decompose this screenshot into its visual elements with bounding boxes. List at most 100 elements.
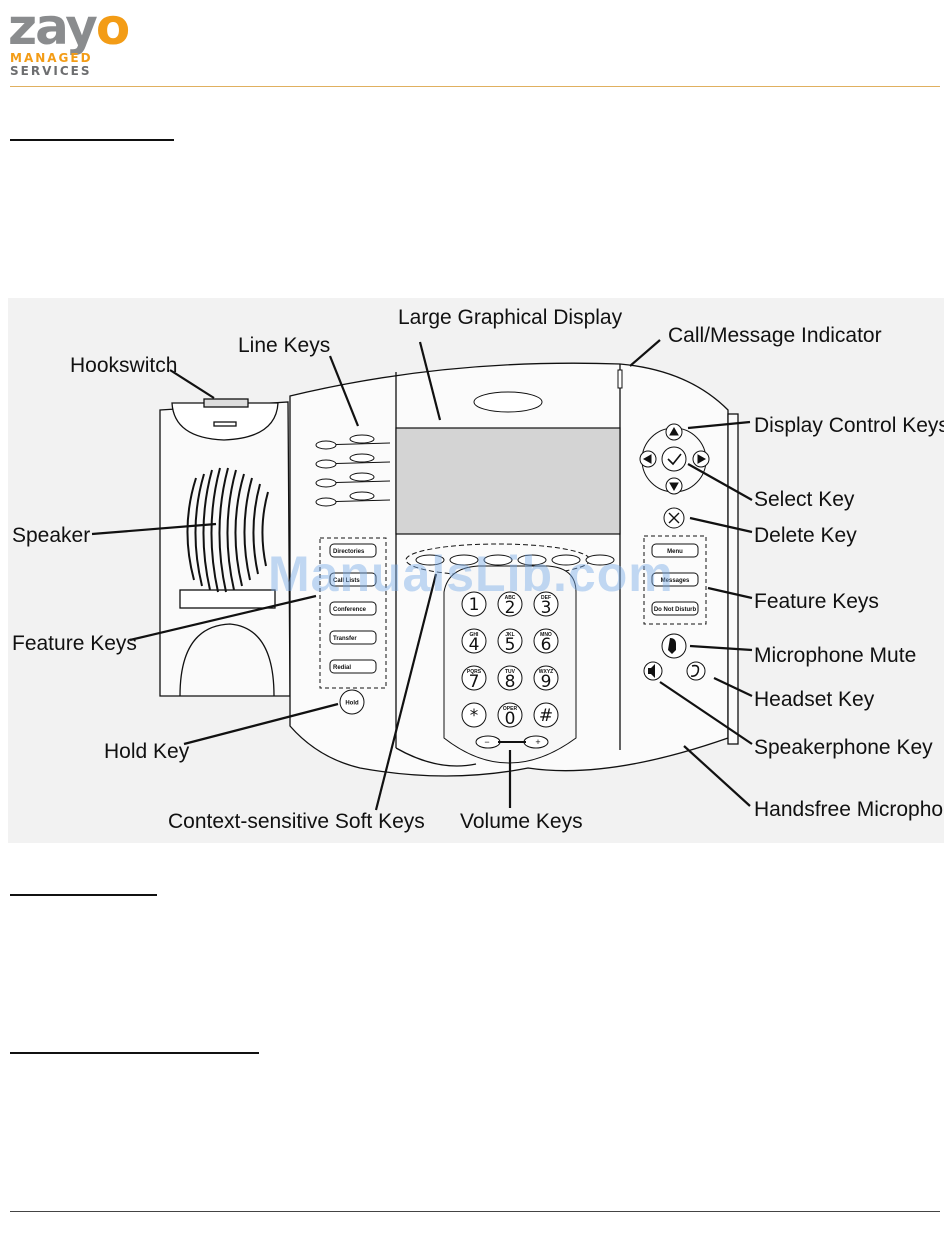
label-call-message-indicator: Call/Message Indicator bbox=[668, 324, 882, 347]
feature-key-transfer[interactable]: Transfer bbox=[329, 630, 377, 645]
logo-line-managed: MANAGED bbox=[10, 51, 93, 65]
dial-key-letters: GHI bbox=[470, 632, 480, 638]
dial-key-letters: OPER bbox=[503, 706, 518, 712]
dial-key-pound[interactable]: # bbox=[533, 702, 559, 728]
dial-key-letters: DEF bbox=[541, 595, 551, 601]
dial-key-digit: 2 bbox=[505, 598, 516, 618]
label-line-keys: Line Keys bbox=[238, 334, 330, 357]
label-delete-key: Delete Key bbox=[754, 524, 857, 547]
zayo-logo: zayo MANAGED SERVICES bbox=[8, 0, 178, 78]
large-graphical-display bbox=[395, 427, 621, 535]
callout-labels: Large Graphical Display Call/Message Ind… bbox=[12, 306, 944, 833]
feature-key-label: Messages bbox=[661, 578, 690, 584]
hold-key[interactable]: Hold bbox=[339, 689, 365, 715]
dial-key-digit: 9 bbox=[541, 672, 552, 692]
microphone-icon bbox=[668, 638, 676, 654]
feature-key-menu[interactable]: Menu bbox=[651, 543, 699, 558]
dial-key-star[interactable]: * bbox=[461, 702, 487, 728]
dial-key-letters: WXYZ bbox=[539, 669, 553, 675]
label-speaker: Speaker bbox=[12, 524, 90, 547]
logo-window bbox=[473, 391, 543, 413]
line-keys[interactable] bbox=[315, 434, 391, 507]
dial-key-digit: # bbox=[539, 706, 553, 726]
dial-key-letters: PQRS bbox=[467, 669, 482, 675]
microphone-mute-key[interactable] bbox=[661, 633, 687, 659]
feature-key-conference[interactable]: Conference bbox=[329, 601, 377, 616]
right-arrow-icon bbox=[697, 454, 707, 464]
volume-down-icon: − bbox=[484, 737, 489, 747]
message-indicator-led bbox=[617, 369, 623, 389]
headset-key[interactable] bbox=[686, 661, 706, 681]
headset-icon bbox=[690, 664, 700, 677]
label-display-control-keys: Display Control Keys bbox=[754, 414, 944, 437]
soft-keys[interactable] bbox=[405, 543, 615, 577]
dial-key-digit: 6 bbox=[541, 635, 552, 655]
dial-key-digit: * bbox=[470, 706, 479, 726]
display-control-keys[interactable] bbox=[639, 423, 710, 495]
down-arrow-icon bbox=[669, 482, 679, 492]
dial-key-letters: JKL bbox=[505, 632, 514, 638]
feature-key-directories[interactable]: Directories bbox=[329, 543, 377, 558]
speakerphone-key[interactable] bbox=[643, 661, 663, 681]
feature-key-label: Redial bbox=[333, 665, 351, 671]
feature-key-call-lists[interactable]: Call Lists bbox=[329, 572, 377, 587]
label-feature-keys-left: Feature Keys bbox=[12, 632, 137, 655]
feature-key-redial[interactable]: Redial bbox=[329, 659, 377, 674]
label-handsfree-microphone: Handsfree Microphone bbox=[754, 798, 944, 821]
watermark: ManualsLib.com bbox=[268, 546, 674, 602]
dial-key-digit: 3 bbox=[541, 598, 552, 618]
header-rule bbox=[10, 86, 940, 87]
label-headset-key: Headset Key bbox=[754, 688, 875, 711]
label-microphone-mute: Microphone Mute bbox=[754, 644, 916, 667]
label-hookswitch: Hookswitch bbox=[70, 354, 177, 377]
feature-key-do-not-disturb[interactable]: Do Not Disturb bbox=[651, 601, 699, 616]
feature-key-label: Menu bbox=[667, 549, 683, 555]
logo-line-services: SERVICES bbox=[10, 64, 92, 78]
checkmark-icon bbox=[667, 453, 682, 466]
dial-key-digit: 4 bbox=[469, 635, 480, 655]
speaker-icon bbox=[648, 664, 655, 678]
label-hold-key: Hold Key bbox=[104, 740, 190, 763]
dial-key-letters: TUV bbox=[505, 669, 516, 675]
label-large-graphical-display: Large Graphical Display bbox=[398, 306, 623, 329]
label-volume-keys: Volume Keys bbox=[460, 810, 583, 833]
dial-key-1[interactable]: 1 bbox=[461, 591, 487, 617]
label-select-key: Select Key bbox=[754, 488, 855, 511]
feature-key-messages[interactable]: Messages bbox=[651, 572, 699, 587]
dial-key-digit: 5 bbox=[505, 635, 516, 655]
feature-key-label: Do Not Disturb bbox=[654, 607, 697, 613]
footer-rule bbox=[10, 1211, 940, 1212]
logo-wordmark: zayo bbox=[8, 0, 130, 56]
delete-key[interactable] bbox=[663, 507, 685, 529]
label-feature-keys-right: Feature Keys bbox=[754, 590, 879, 613]
dial-key-digit: 1 bbox=[469, 595, 480, 615]
feature-key-label: Directories bbox=[333, 549, 365, 555]
label-speakerphone-key: Speakerphone Key bbox=[754, 736, 933, 759]
volume-up-icon: + bbox=[535, 737, 540, 747]
feature-key-label: Conference bbox=[333, 607, 367, 613]
section-heading-underline-2 bbox=[10, 894, 157, 896]
hold-key-label: Hold bbox=[345, 701, 359, 707]
section-heading-underline-3 bbox=[10, 1052, 259, 1054]
select-key[interactable] bbox=[661, 446, 687, 472]
feature-key-label: Transfer bbox=[333, 636, 357, 642]
dial-key-digit: 0 bbox=[505, 709, 516, 729]
left-arrow-icon bbox=[642, 454, 652, 464]
volume-keys[interactable]: − + bbox=[475, 735, 549, 749]
section-heading-underline-1 bbox=[10, 139, 174, 141]
right-feature-keys-group bbox=[643, 535, 707, 625]
dial-key-letters: ABC bbox=[505, 595, 516, 601]
